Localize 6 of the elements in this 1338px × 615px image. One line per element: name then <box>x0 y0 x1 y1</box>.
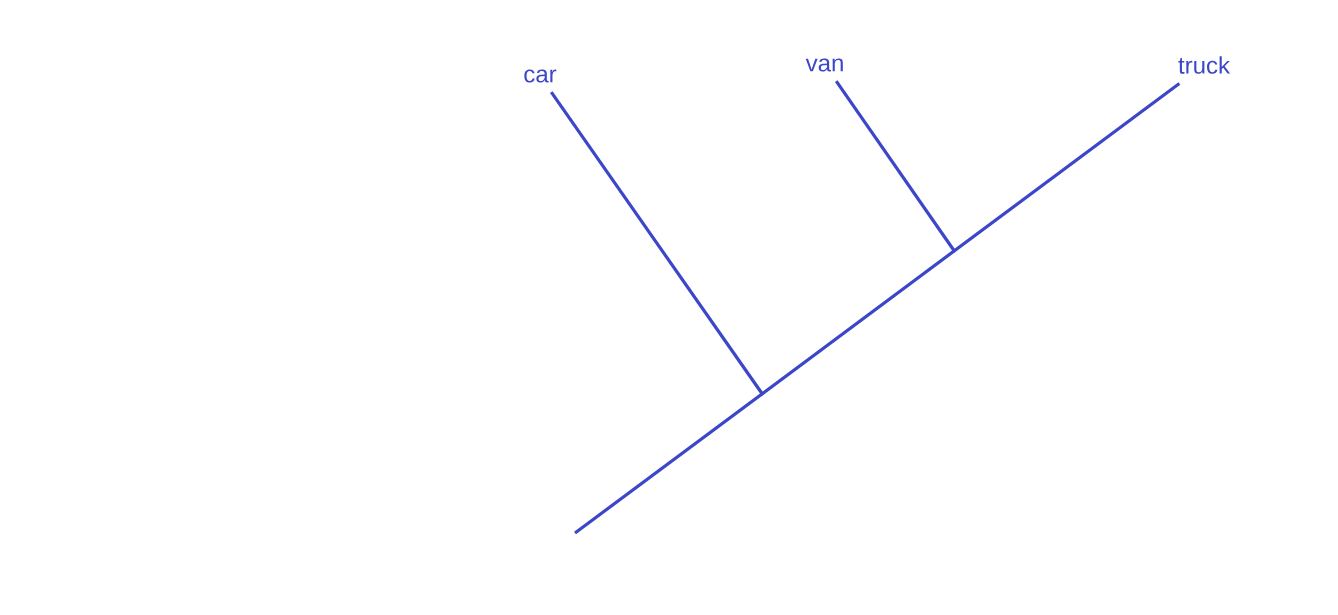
clade-label: truck <box>1178 56 1231 74</box>
branch-line <box>834 80 957 253</box>
branch-line <box>549 91 765 396</box>
clade-label: van <box>805 58 843 72</box>
clade-label: car <box>524 69 557 83</box>
branch-line <box>574 82 1181 535</box>
